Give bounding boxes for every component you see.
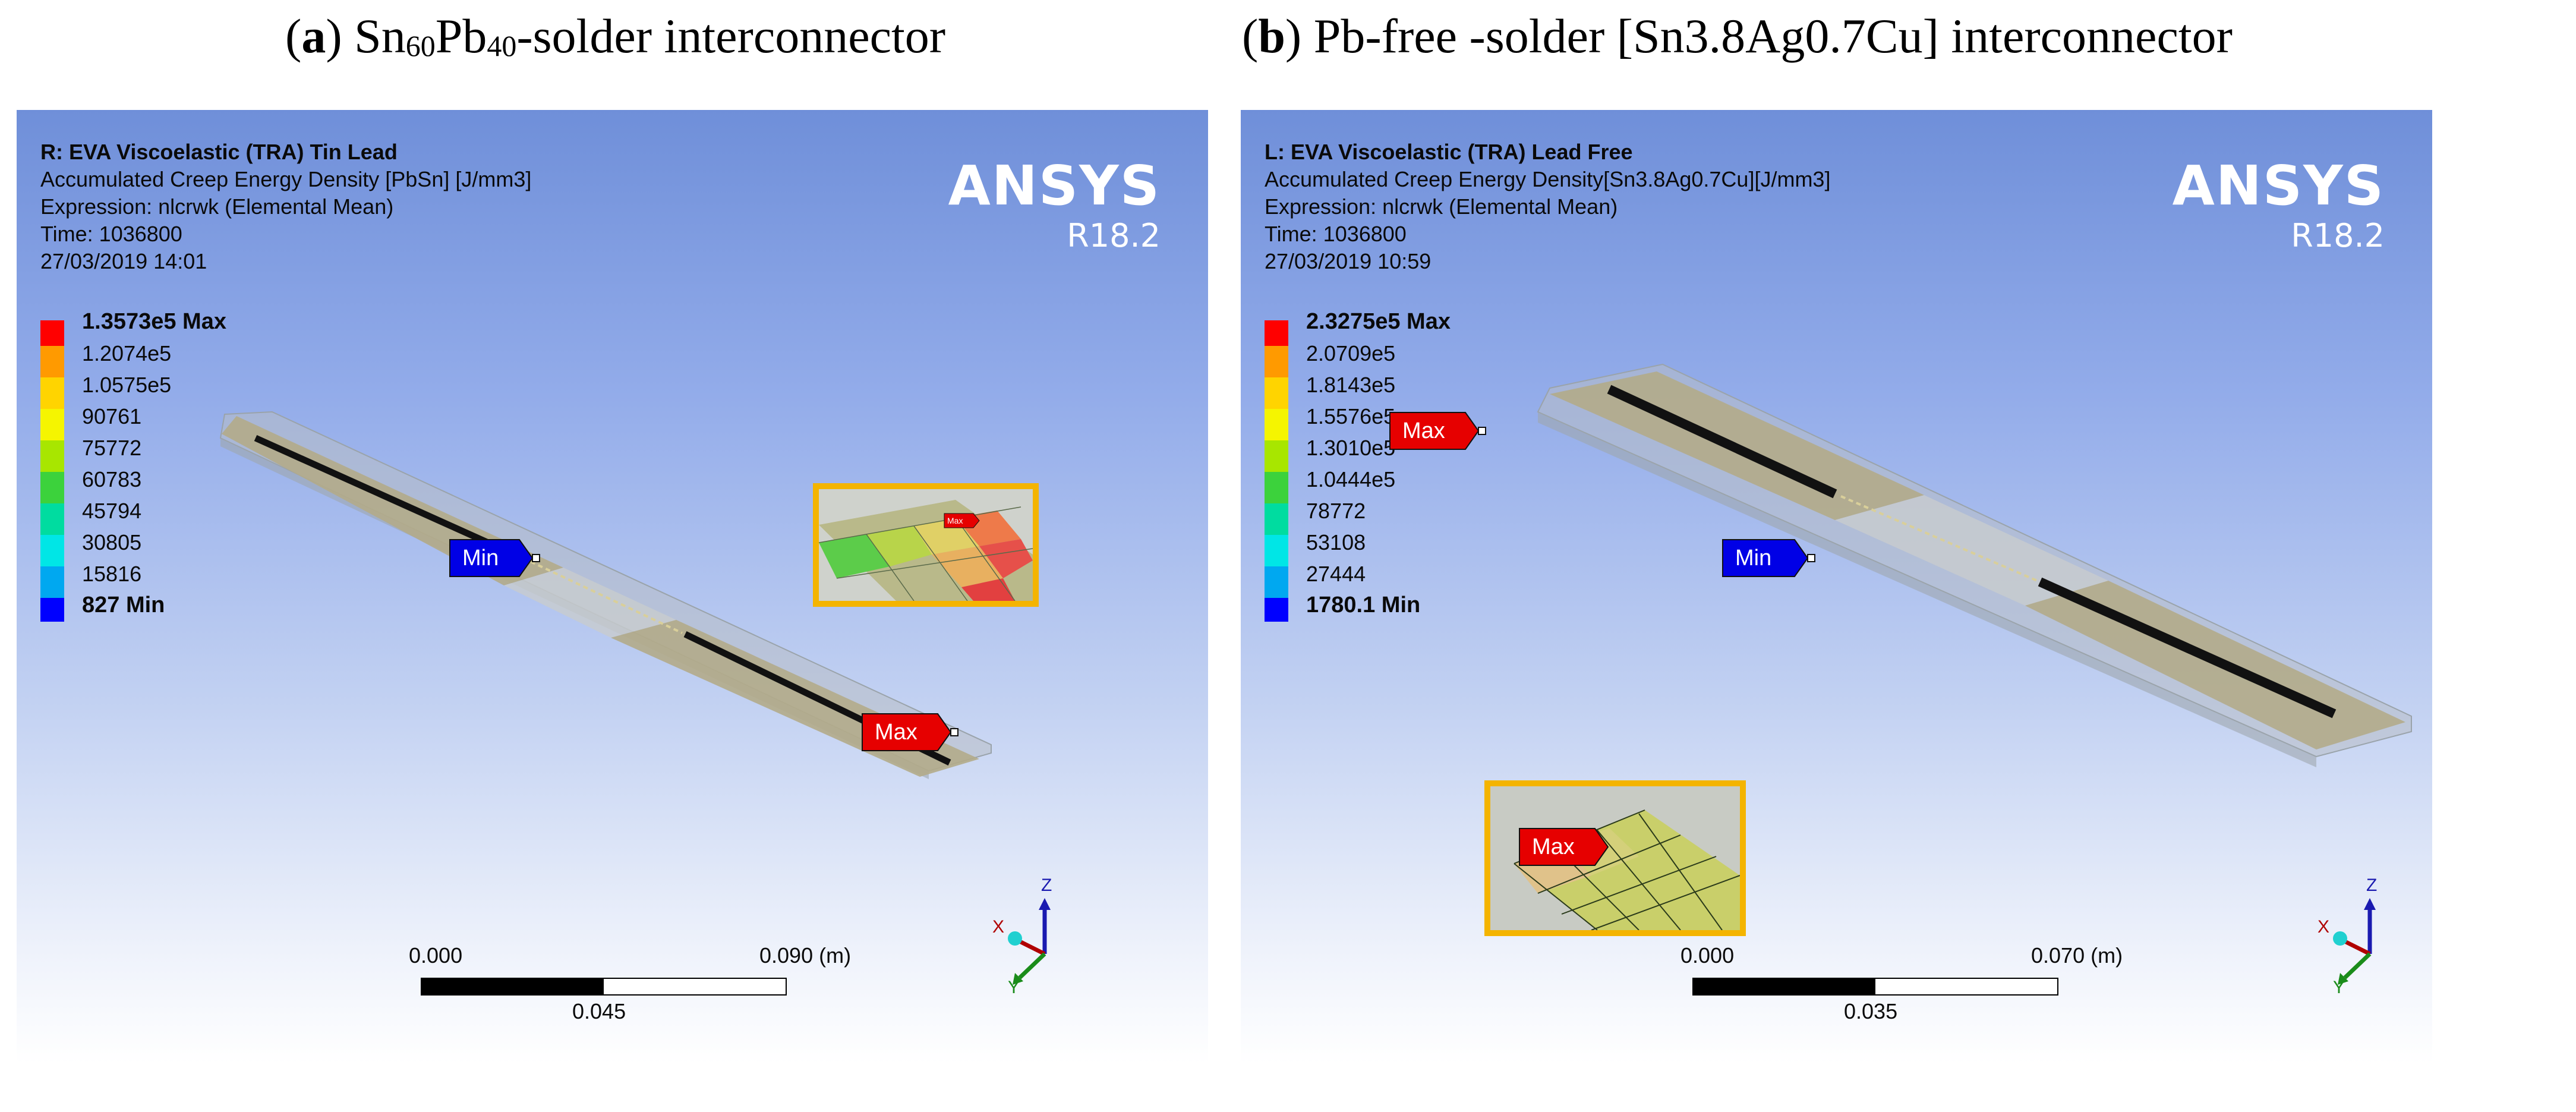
viewport-tin-lead[interactable]: R: EVA Viscoelastic (TRA) Tin Lead Accum… [17,110,1208,1064]
result-header: R: EVA Viscoelastic (TRA) Tin Lead Accum… [40,138,531,275]
zoom-inset[interactable]: Max [1484,780,1746,936]
max-probe-tag[interactable]: Max [862,713,958,751]
svg-text:Y: Y [1008,978,1020,996]
svg-text:Y: Y [2333,978,2345,996]
result-expression: Expression: nlcrwk (Elemental Mean) [1265,194,1618,219]
axis-triad-icon[interactable]: Z X Y [2310,871,2429,996]
ansys-logo: ANSYS R18.2 [948,154,1161,254]
zoom-inset[interactable]: Max [813,483,1039,607]
result-expression: Expression: nlcrwk (Elemental Mean) [40,194,394,219]
caption-b: (b) Pb-free -solder [Sn3.8Ag0.7Cu] inter… [1242,9,2233,63]
result-header: L: EVA Viscoelastic (TRA) Lead Free Accu… [1265,138,1830,275]
svg-text:Z: Z [2366,875,2377,895]
axis-triad-icon[interactable]: Z X Y [985,871,1104,996]
min-probe-tag[interactable]: Min [449,539,540,577]
svg-text:X: X [2318,917,2329,937]
inset-mesh [819,489,1033,601]
svg-text:Z: Z [1041,875,1052,895]
result-quantity: Accumulated Creep Energy Density [PbSn] … [40,167,532,191]
result-date: 27/03/2019 10:59 [1265,249,1432,273]
result-time: Time: 1036800 [1265,222,1407,246]
result-quantity: Accumulated Creep Energy Density[Sn3.8Ag… [1265,167,1831,191]
result-title: L: EVA Viscoelastic (TRA) Lead Free [1265,140,1633,164]
result-date: 27/03/2019 14:01 [40,249,207,273]
result-time: Time: 1036800 [40,222,182,246]
max-probe-tag[interactable]: Max [1389,412,1486,450]
model-geometry[interactable] [1241,110,2432,1064]
svg-text:X: X [992,917,1004,937]
ansys-logo: ANSYS R18.2 [2172,154,2385,254]
viewport-lead-free[interactable]: L: EVA Viscoelastic (TRA) Lead Free Accu… [1241,110,2432,1064]
min-probe-tag[interactable]: Min [1722,539,1815,577]
model-geometry[interactable] [17,110,1208,1064]
caption-a: (a) Sn60Pb40-solder interconnector [285,9,946,63]
inset-max-tag: Max [944,513,980,528]
result-title: R: EVA Viscoelastic (TRA) Tin Lead [40,140,398,164]
inset-max-tag: Max [1519,828,1609,866]
